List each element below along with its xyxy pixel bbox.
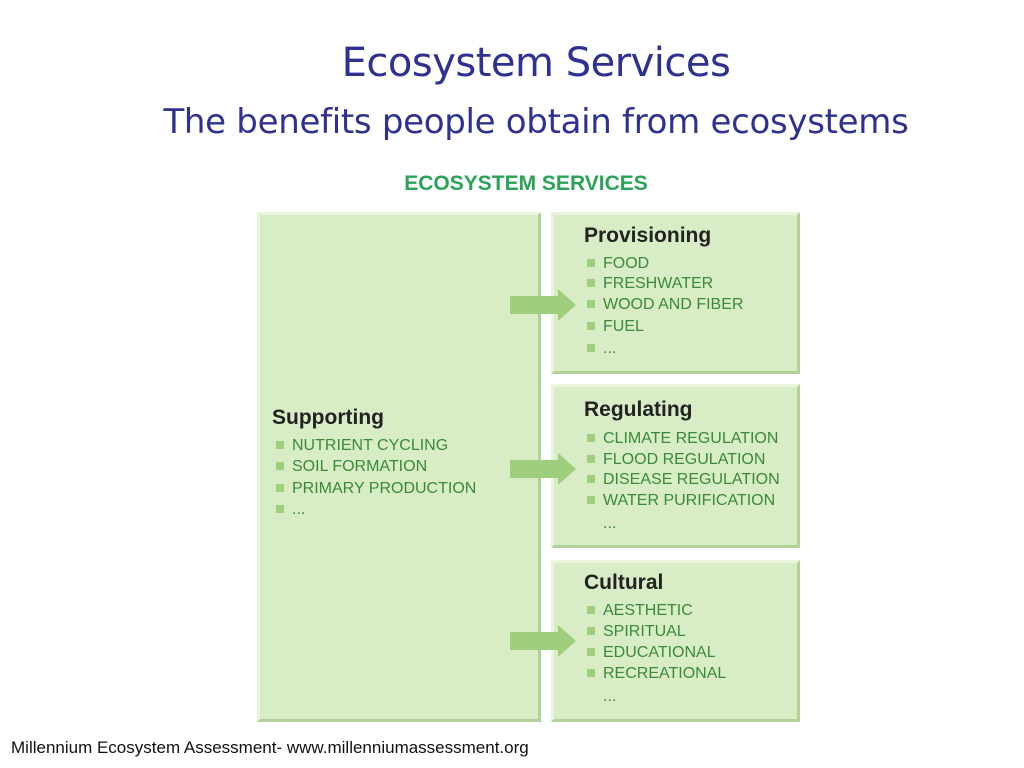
- bullet-icon: [587, 606, 595, 614]
- provisioning-item-label: FRESHWATER: [603, 275, 714, 292]
- cultural-item-label: AESTHETIC: [603, 602, 693, 619]
- cultural-item-label: RECREATIONAL: [603, 665, 727, 682]
- supporting-item: PRIMARY PRODUCTION: [276, 479, 476, 499]
- regulating-item-label: WATER PURIFICATION: [603, 492, 776, 509]
- regulating-item: ...: [587, 514, 616, 534]
- bullet-icon: [587, 669, 595, 677]
- supporting-item: SOIL FORMATION: [276, 457, 427, 477]
- cultural-item: RECREATIONAL: [587, 664, 726, 684]
- regulating-item: FLOOD REGULATION: [587, 450, 765, 470]
- supporting-box: [257, 212, 541, 722]
- provisioning-item: FOOD: [587, 254, 649, 274]
- bullet-icon: [587, 279, 595, 287]
- provisioning-item-label: WOOD AND FIBER: [603, 296, 744, 313]
- arrow-right-icon: [510, 289, 576, 321]
- bullet-icon: [587, 300, 595, 308]
- supporting-item: ...: [276, 500, 305, 520]
- provisioning-item: FUEL: [587, 317, 644, 337]
- regulating-item-label: DISEASE REGULATION: [603, 471, 780, 488]
- bullet-icon: [276, 484, 284, 492]
- bullet-icon: [276, 441, 284, 449]
- cultural-item: EDUCATIONAL: [587, 643, 716, 663]
- arrow-right-icon: [510, 625, 576, 657]
- cultural-item-label: ...: [603, 688, 617, 705]
- bullet-icon: [587, 344, 595, 352]
- supporting-item-label: NUTRIENT CYCLING: [292, 437, 449, 454]
- cultural-item: AESTHETIC: [587, 601, 693, 621]
- provisioning-item-label: FUEL: [603, 318, 644, 335]
- bullet-icon: [587, 496, 595, 504]
- cultural-item: SPIRITUAL: [587, 622, 686, 642]
- cultural-item-label: EDUCATIONAL: [603, 644, 716, 661]
- regulating-heading: Regulating: [584, 398, 693, 421]
- provisioning-item: FRESHWATER: [587, 274, 713, 294]
- regulating-item: DISEASE REGULATION: [587, 470, 780, 490]
- bullet-icon: [276, 462, 284, 470]
- bullet-icon: [587, 455, 595, 463]
- regulating-item: CLIMATE REGULATION: [587, 429, 778, 449]
- bullet-icon: [587, 627, 595, 635]
- bullet-icon: [587, 434, 595, 442]
- supporting-item-label: PRIMARY PRODUCTION: [292, 480, 477, 497]
- cultural-box: [551, 560, 800, 722]
- regulating-item-label: CLIMATE REGULATION: [603, 430, 779, 447]
- slide-subtitle: The benefits people obtain from ecosyste…: [163, 102, 909, 142]
- cultural-heading: Cultural: [584, 571, 664, 594]
- supporting-item-label: SOIL FORMATION: [292, 458, 428, 475]
- bullet-icon: [276, 505, 284, 513]
- provisioning-item-label: FOOD: [603, 255, 650, 272]
- regulating-item: WATER PURIFICATION: [587, 491, 775, 511]
- slide-title: Ecosystem Services: [341, 40, 731, 86]
- bullet-icon: [587, 648, 595, 656]
- regulating-item-label: FLOOD REGULATION: [603, 451, 766, 468]
- regulating-item-label: ...: [603, 515, 617, 532]
- supporting-item-label: ...: [292, 501, 306, 518]
- bullet-icon: [587, 322, 595, 330]
- cultural-item-label: SPIRITUAL: [603, 623, 686, 640]
- provisioning-item: WOOD AND FIBER: [587, 295, 743, 315]
- provisioning-item-label: ...: [603, 340, 617, 357]
- supporting-item: NUTRIENT CYCLING: [276, 436, 448, 456]
- bullet-icon: [587, 475, 595, 483]
- diagram-title: ECOSYSTEM SERVICES: [404, 172, 648, 195]
- provisioning-heading: Provisioning: [584, 224, 712, 247]
- supporting-heading: Supporting: [272, 406, 384, 429]
- cultural-item: ...: [587, 687, 616, 707]
- source-footer: Millennium Ecosystem Assessment- www.mil…: [11, 738, 529, 757]
- bullet-icon: [587, 259, 595, 267]
- provisioning-item: ...: [587, 339, 616, 359]
- arrow-right-icon: [510, 453, 576, 485]
